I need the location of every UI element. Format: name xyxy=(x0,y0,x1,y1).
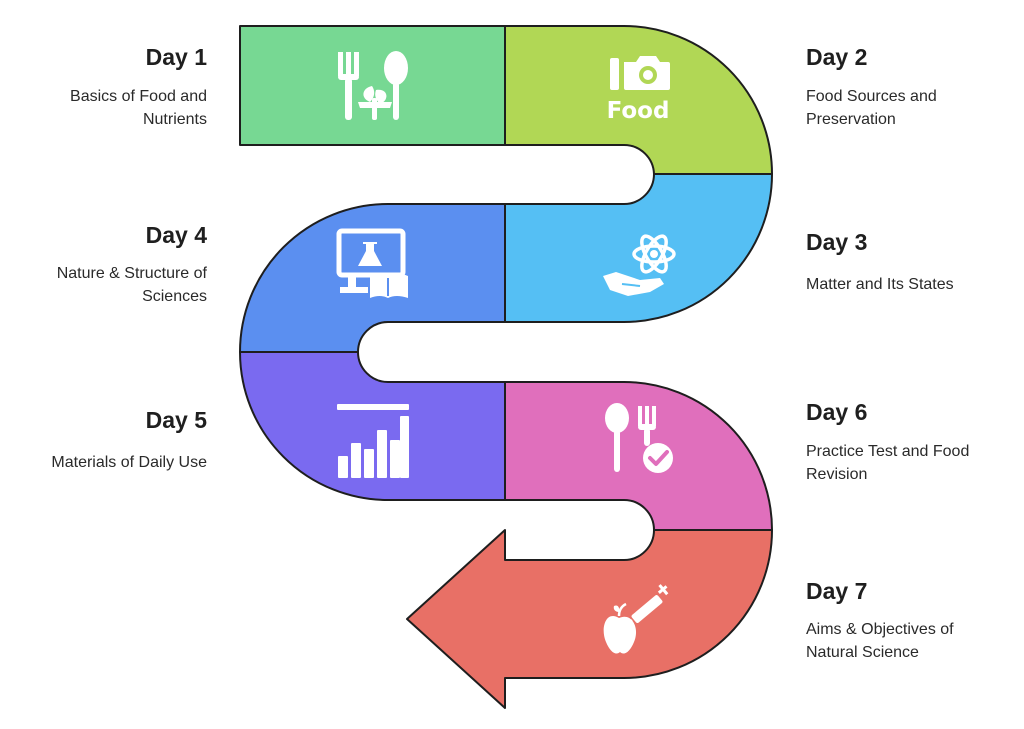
day1-description: Basics of Food and Nutrients xyxy=(70,88,207,128)
fork-spoon-leaf-icon xyxy=(338,51,408,120)
monitor-flask-book-icon xyxy=(336,228,408,298)
day2-description: Food Sources and Preservation xyxy=(806,88,937,128)
apple-syringe-icon xyxy=(603,584,669,654)
day4-title: Day 4 xyxy=(145,222,207,248)
day7-description: Aims & Objectives of Natural Science xyxy=(806,621,954,661)
atom-hand-icon xyxy=(603,234,676,296)
segment-day7 xyxy=(406,529,773,709)
day4-description: Nature & Structure of Sciences xyxy=(56,265,207,305)
segment-day1 xyxy=(239,25,506,146)
camera-food-icon: Food xyxy=(607,56,670,124)
segment-day6 xyxy=(504,381,773,531)
day7-title: Day 7 xyxy=(806,578,868,604)
spoon-fork-check-icon xyxy=(605,403,673,473)
day2-title: Day 2 xyxy=(806,44,868,70)
day5-title: Day 5 xyxy=(145,407,207,433)
segment-day2 xyxy=(504,25,773,175)
day6-description: Practice Test and Food Revision xyxy=(806,443,970,483)
day3-description: Matter and Its States xyxy=(806,276,954,293)
food-icon-text: Food xyxy=(607,98,670,124)
day6-title: Day 6 xyxy=(806,399,868,425)
day5-description: Materials of Daily Use xyxy=(51,454,207,471)
segment-day5 xyxy=(239,351,506,501)
bar-chart-icon xyxy=(337,404,409,478)
day3-title: Day 3 xyxy=(806,229,868,255)
day1-title: Day 1 xyxy=(145,44,207,70)
